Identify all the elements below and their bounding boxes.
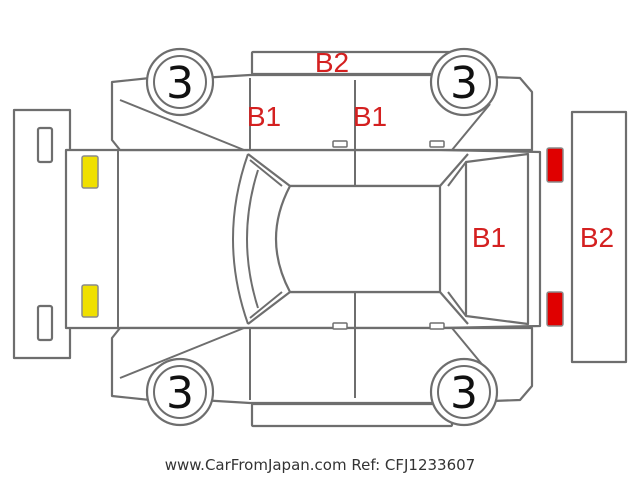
taillight-bottom: [546, 291, 564, 327]
wheel-grade-front-left: 3: [166, 58, 194, 109]
damage-mark-rear-bumper: B2: [580, 222, 614, 253]
wheel-front-right: 3: [145, 357, 215, 427]
headlight-top: [81, 155, 99, 189]
footer-reference: www.CarFromJapan.com Ref: CFJ1233607: [164, 456, 476, 474]
wheel-rear-left: 3: [429, 47, 499, 117]
damage-mark-left-front-door: B1: [247, 101, 281, 132]
headlight-bottom: [81, 284, 99, 318]
damage-mark-left-rear-door: B1: [353, 101, 387, 132]
rear-bumper: [570, 110, 628, 364]
wheel-rear-right: 3: [429, 357, 499, 427]
wheel-grade-rear-left: 3: [450, 58, 478, 109]
damage-mark-rear-window: B1: [472, 222, 506, 253]
damage-mark-roof: B2: [315, 47, 349, 78]
wheel-front-left: 3: [145, 47, 215, 117]
wheel-grade-rear-right: 3: [450, 368, 478, 419]
left-side-profile: [110, 50, 534, 152]
car-body: [64, 148, 542, 330]
wheel-grade-front-right: 3: [166, 368, 194, 419]
front-bumper: [12, 108, 72, 360]
taillight-top: [546, 147, 564, 183]
